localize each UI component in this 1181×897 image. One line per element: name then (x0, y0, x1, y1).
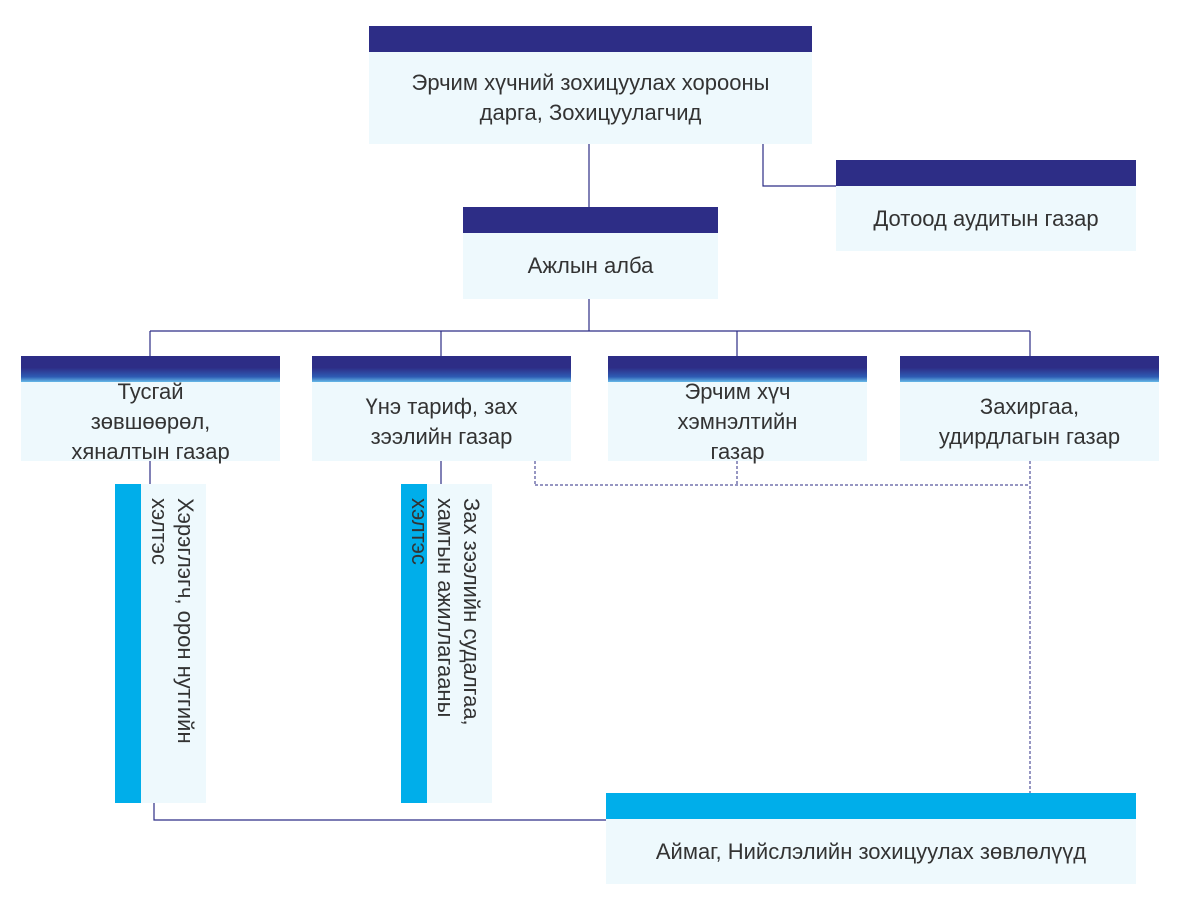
node-accent-bar (606, 793, 1136, 819)
node-internal-audit: Дотоод аудитын газар (836, 160, 1136, 251)
node-licensing: Тусгай зөвшөөрөл, хяналтын газар (21, 356, 280, 464)
node-header-bar (608, 356, 867, 382)
node-label: Эрчим хүч хэмнэлтийн газар (677, 378, 798, 464)
node-secretariat: Ажлын алба (463, 207, 718, 299)
node-label: Захиргаа, удирдлагын газар (938, 393, 1121, 449)
node-label: Эрчим хүчний зохицуулах хорооны дарга, З… (411, 70, 770, 125)
node-consumer-local: Хэрэглэгч, орон нутгийн хэлтэс (115, 484, 206, 803)
node-header-bar (900, 356, 1159, 382)
node-market-research: Зах зээлийн судалгаа, хамтын ажиллагааны… (401, 484, 492, 803)
node-administration: Захиргаа, удирдлагын газар (900, 356, 1159, 461)
node-label: Зах зээлийн судалгаа, хамтын ажиллагааны… (407, 498, 484, 726)
node-header-bar (369, 26, 812, 52)
node-regional-councils: Аймаг, Нийслэлийн зохицуулах зөвлөлүүд (606, 793, 1136, 884)
node-label: Хэрэглэгч, орон нутгийн хэлтэс (147, 498, 198, 744)
node-energy-efficiency: Эрчим хүч хэмнэлтийн газар (608, 356, 867, 464)
node-label: Үнэ тариф, зах зээлийн газар (365, 393, 518, 449)
line-to-councils-solid (153, 803, 606, 821)
node-header-bar (463, 207, 718, 233)
node-label: Тусгай зөвшөөрөл, хяналтын газар (71, 378, 230, 464)
node-tariff: Үнэ тариф, зах зээлийн газар (312, 356, 571, 461)
node-label: Ажлын алба (527, 253, 654, 278)
node-label: Дотоод аудитын газар (873, 205, 1099, 231)
node-accent-bar (115, 484, 141, 803)
node-header-bar (836, 160, 1136, 186)
node-header-bar (21, 356, 280, 382)
node-label: Аймаг, Нийслэлийн зохицуулах зөвлөлүүд (655, 838, 1087, 864)
node-chairman: Эрчим хүчний зохицуулах хорооны дарга, З… (369, 26, 812, 144)
line-chairman-audit (762, 144, 836, 187)
node-accent-bar (401, 484, 427, 803)
node-header-bar (312, 356, 571, 382)
